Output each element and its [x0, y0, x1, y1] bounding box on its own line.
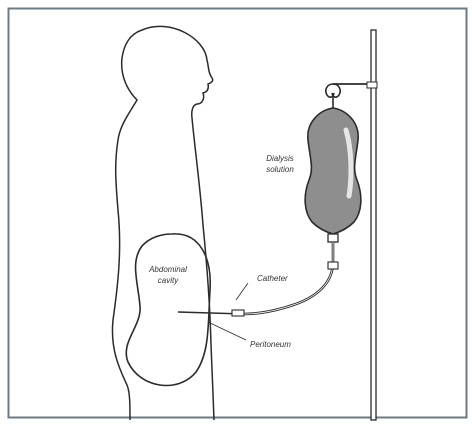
- abdominal-cavity-label-line1: Abdominal: [148, 265, 187, 274]
- tube-connector: [328, 262, 338, 269]
- dialysis-solution-label-line2: solution: [266, 165, 294, 174]
- dialysis-bag: [305, 108, 361, 242]
- diagram-border: [9, 9, 467, 418]
- catheter-connector: [232, 310, 244, 316]
- abdominal-cavity-label-line2: cavity: [158, 276, 179, 285]
- dialysis-solution-label-line1: Dialysis: [266, 154, 294, 163]
- catheter-label: Catheter: [257, 274, 288, 283]
- bag-outlet-port: [328, 234, 338, 242]
- peritoneum-label: Peritoneum: [250, 340, 291, 349]
